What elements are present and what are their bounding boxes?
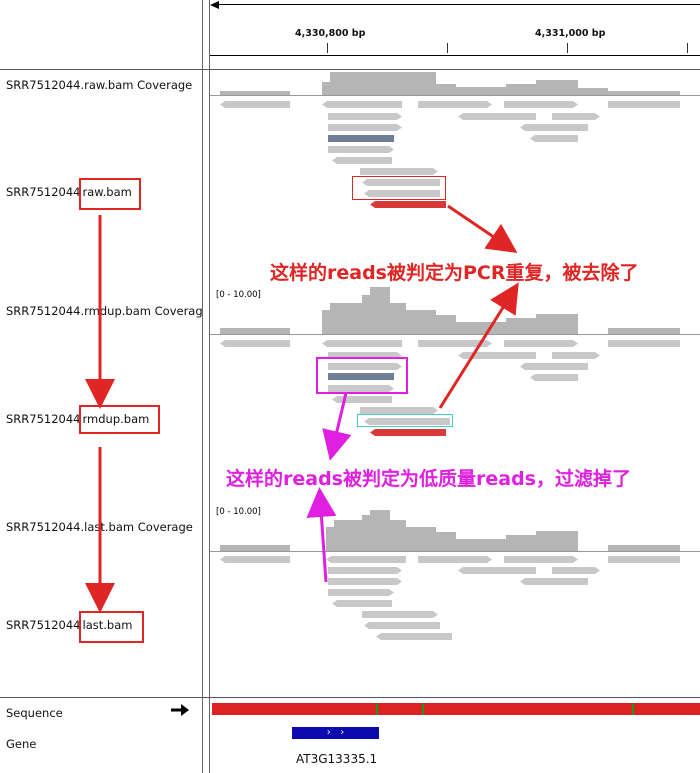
track-name-suffix: last.bam <box>82 618 133 632</box>
gene-name-label: AT3G13335.1 <box>296 752 378 766</box>
name-panel-divider[interactable] <box>202 0 203 773</box>
ruler[interactable] <box>210 0 700 68</box>
annotation-pcr-duplicate: 这样的reads被判定为PCR重复，被去除了 <box>270 262 639 284</box>
highlight-box <box>79 178 141 210</box>
track-name-raw-coverage[interactable]: SRR7512044.raw.bam Coverage <box>6 78 193 92</box>
track-name-gene[interactable]: Gene <box>6 737 37 751</box>
track-divider <box>210 334 700 335</box>
ruler-tick <box>567 43 568 53</box>
sequence-track[interactable] <box>212 703 700 715</box>
track-name-suffix: raw.bam <box>82 185 132 199</box>
highlight-box <box>79 405 160 434</box>
data-range-label: [0 - 10.00] <box>216 507 261 517</box>
ruler-baseline <box>210 55 700 56</box>
track-name-suffix: rmdup.bam <box>82 412 150 426</box>
track-divider <box>210 95 700 96</box>
ruler-tick <box>447 43 448 53</box>
annotation-low-quality: 这样的reads被判定为低质量reads，过滤掉了 <box>226 468 631 490</box>
header-divider <box>0 69 700 70</box>
data-panel-left-border <box>209 0 210 773</box>
read-highlight-box <box>357 414 453 427</box>
track-name-rmdup-coverage[interactable]: SRR7512044.rmdup.bam Coverag <box>6 304 203 318</box>
left-arrow-icon <box>210 1 219 9</box>
track-name-sequence[interactable]: Sequence <box>6 706 63 720</box>
ruler-tick-label: 4,331,000 bp <box>535 28 606 39</box>
read-highlight-box <box>316 357 408 394</box>
ruler-tick <box>327 43 328 53</box>
right-arrow-icon[interactable] <box>170 703 190 717</box>
ruler-span-line <box>218 4 700 5</box>
gene-feature[interactable]: › › <box>292 727 379 739</box>
track-name-prefix: SRR7512044 <box>6 618 81 632</box>
ruler-tick <box>687 43 688 53</box>
track-name-prefix: SRR7512044 <box>6 185 81 199</box>
data-range-label: [0 - 10.00] <box>216 290 261 300</box>
read-highlight-box <box>352 176 446 200</box>
track-divider <box>210 551 700 552</box>
feature-panel-divider <box>0 697 700 698</box>
track-name-prefix: SRR7512044 <box>6 412 81 426</box>
ruler-tick-label: 4,330,800 bp <box>295 28 366 39</box>
